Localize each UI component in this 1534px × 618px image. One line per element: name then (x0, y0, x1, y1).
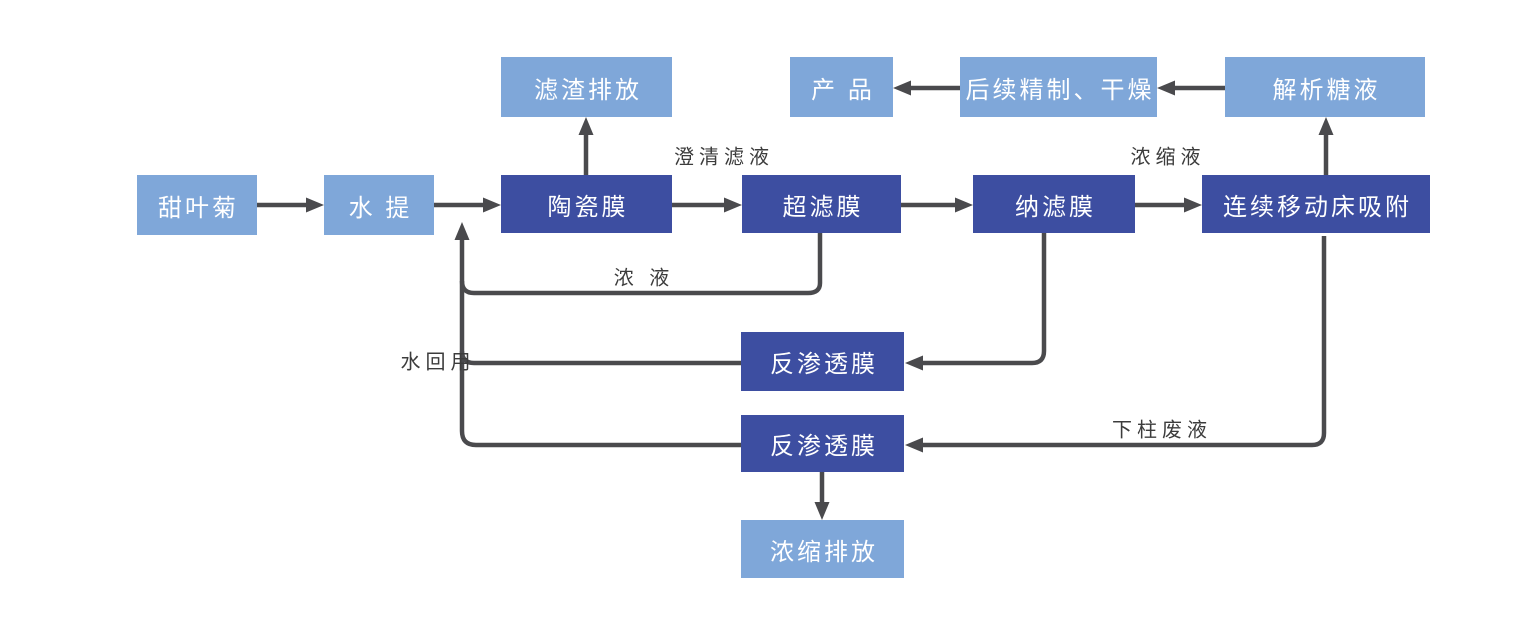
node-product: 产 品 (790, 57, 893, 117)
node-reverse-osmosis-1: 反渗透膜 (741, 332, 904, 391)
edge-reverse-osmosis-1-water-return (459, 350, 741, 366)
edge-nanofiltration-to-reverse-osmosis-1 (905, 233, 1047, 371)
node-nanofiltration-membrane: 纳滤膜 (973, 175, 1135, 233)
node-reverse-osmosis-2: 反渗透膜 (741, 415, 904, 472)
label-water-reuse: 水回用 (400, 351, 476, 374)
edge-moving-bed-to-reverse-osmosis-2 (905, 236, 1327, 453)
edge-reverse-osmosis-2-water-return-trunk (454, 222, 741, 448)
label-clarified-filtrate: 澄清滤液 (674, 146, 774, 169)
node-residue-discharge: 滤渣排放 (501, 57, 672, 117)
node-stevia: 甜叶菊 (137, 175, 257, 235)
node-ultrafiltration-membrane: 超滤膜 (742, 175, 901, 233)
node-water-extraction: 水 提 (324, 175, 434, 235)
node-ceramic-membrane: 陶瓷膜 (501, 175, 672, 233)
node-concentrate-discharge: 浓缩排放 (741, 520, 904, 578)
label-concentrated-liquid: 浓缩液 (1130, 146, 1206, 169)
node-refining-drying: 后续精制、干燥 (960, 57, 1157, 117)
label-concentrate: 浓 液 (613, 267, 675, 290)
node-desorption-syrup: 解析糖液 (1225, 57, 1425, 117)
label-column-effluent: 下柱废液 (1112, 419, 1212, 442)
node-moving-bed-adsorption: 连续移动床吸附 (1202, 175, 1430, 233)
